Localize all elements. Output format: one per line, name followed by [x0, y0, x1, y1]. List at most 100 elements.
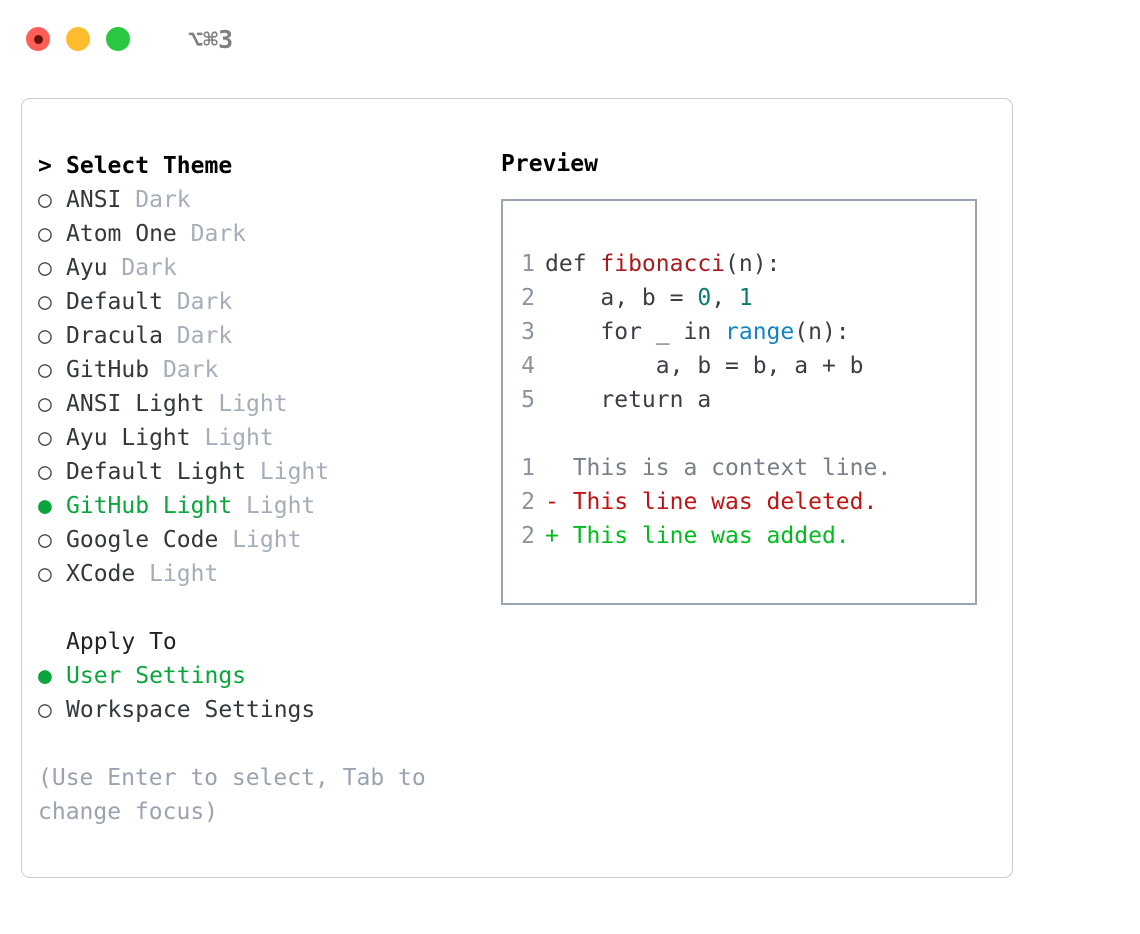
theme-list-item[interactable]: ○Atom One Dark [38, 217, 478, 251]
code-text: def fibonacci(n): [545, 247, 780, 281]
theme-name: GitHub [66, 357, 150, 383]
diff-text: This is a context line. [545, 455, 892, 481]
apply-to-heading: ○ Apply To [38, 625, 478, 659]
theme-variant-badge: Light [259, 459, 330, 485]
theme-name: XCode [66, 561, 136, 587]
theme-list-item[interactable]: ○ Dracula Dark [38, 319, 478, 353]
theme-name: Default Light [66, 459, 247, 485]
radio-unselected-icon: ○ [38, 289, 52, 315]
theme-name: Ayu Light [66, 425, 191, 451]
apply-to-label: Apply To [66, 629, 177, 655]
apply-to-option[interactable]: ● User Settings [38, 659, 478, 693]
code-line: 5 return a [517, 383, 969, 417]
theme-variant-badge: Light [218, 391, 288, 417]
code-text: a, b = b, a + b [545, 349, 864, 383]
diff-text: + This line was added. [545, 523, 850, 549]
theme-variant-badge: Dark [190, 221, 247, 247]
theme-name: ANSI [66, 187, 122, 213]
close-button[interactable] [26, 27, 50, 51]
diff-line-add: 2 + This line was added. [517, 519, 969, 553]
radio-unselected-icon: ○ [38, 391, 52, 417]
prompt-caret-icon: > [38, 153, 52, 179]
title-bar: ⌥⌘3 [0, 0, 1140, 78]
main-panel: > Select Theme ○ANSI Dark○Atom One Dark○… [21, 98, 1013, 878]
theme-list-item[interactable]: ○ANSI Dark [38, 183, 478, 217]
code-line: 4 a, b = b, a + b [517, 349, 969, 383]
theme-list-item[interactable]: ○Ayu Light Light [38, 421, 478, 455]
radio-unselected-icon: ○ [38, 425, 52, 451]
minimize-button[interactable] [66, 27, 90, 51]
code-token-plain: return a [545, 387, 712, 413]
radio-unselected-icon: ○ [38, 187, 52, 213]
radio-unselected-icon: ○ [38, 323, 52, 349]
code-text: return a [545, 383, 711, 417]
theme-list-item[interactable]: ●GitHub Light Light [38, 489, 478, 523]
code-token-num: 1 [738, 285, 753, 311]
preview-heading: Preview [501, 151, 598, 177]
theme-variant-badge: Light [149, 561, 219, 587]
theme-variant-badge: Light [232, 527, 302, 553]
theme-name: Default [66, 289, 163, 315]
code-token-plain: (n): [725, 251, 781, 277]
radio-unselected-icon: ○ [38, 697, 52, 723]
line-number: 4 [521, 353, 535, 379]
line-number: 1 [521, 251, 535, 277]
theme-name: Ayu [66, 255, 108, 281]
code-token-plain: a, b = [545, 285, 698, 311]
theme-list: ○ANSI Dark○Atom One Dark○Ayu Dark○Defaul… [38, 183, 478, 591]
line-number: 3 [521, 319, 535, 345]
theme-list-item[interactable]: ○Google Code Light [38, 523, 478, 557]
radio-unselected-icon: ○ [38, 561, 52, 587]
list-spacer [38, 591, 478, 625]
theme-list-item[interactable]: ○ Default Dark [38, 285, 478, 319]
line-number: 5 [521, 387, 535, 413]
theme-name: Google Code [66, 527, 219, 553]
maximize-button[interactable] [106, 27, 130, 51]
code-text: for _ in range(n): [545, 315, 850, 349]
theme-variant-badge: Dark [176, 289, 233, 315]
code-token-plain: a, b = b, a + b [545, 353, 864, 379]
theme-list-item[interactable]: ○ XCode Light [38, 557, 478, 591]
code-token-plain: for _ in [545, 319, 726, 345]
theme-list-item[interactable]: ○ Default Light Light [38, 455, 478, 489]
radio-unselected-icon: ○ [38, 357, 52, 383]
apply-to-option[interactable]: ○ Workspace Settings [38, 693, 478, 727]
radio-unselected-icon: ○ [38, 459, 52, 485]
theme-variant-badge: Dark [176, 323, 233, 349]
code-token-call: range [725, 319, 795, 345]
apply-to-option-label: User Settings [66, 663, 247, 689]
theme-name: Atom One [66, 221, 177, 247]
code-token-num: 0 [697, 285, 712, 311]
line-number: 2 [521, 285, 535, 311]
code-line: 3 for _ in range(n): [517, 315, 969, 349]
theme-name: GitHub Light [66, 493, 233, 519]
code-token-plain: (n): [794, 319, 850, 345]
line-number: 2 [521, 523, 535, 549]
line-number: 1 [521, 455, 535, 481]
theme-list-item[interactable]: ○ Ayu Dark [38, 251, 478, 285]
code-diff-separator [517, 417, 969, 451]
apply-to-option-label: Workspace Settings [66, 697, 316, 723]
diff-line-ctx: 1 This is a context line. [517, 451, 969, 485]
page-title: Select Theme [66, 153, 233, 179]
code-token-plain: , [711, 285, 739, 311]
select-theme-heading: > Select Theme [38, 149, 478, 183]
diff-text: - This line was deleted. [545, 489, 878, 515]
theme-variant-badge: Dark [121, 255, 177, 281]
theme-variant-badge: Light [246, 493, 316, 519]
line-number: 2 [521, 489, 535, 515]
theme-name: Dracula [66, 323, 163, 349]
code-text: a, b = 0, 1 [545, 281, 753, 315]
theme-selector-column: > Select Theme ○ANSI Dark○Atom One Dark○… [38, 149, 478, 727]
code-line: 2 a, b = 0, 1 [517, 281, 969, 315]
blank-marker-icon: ○ [38, 625, 66, 659]
theme-list-item[interactable]: ○GitHub Dark [38, 353, 478, 387]
radio-selected-icon: ● [38, 663, 52, 689]
theme-name: ANSI Light [66, 391, 205, 417]
apply-to-list: ● User Settings ○ Workspace Settings [38, 659, 478, 727]
radio-unselected-icon: ○ [38, 255, 52, 281]
keyboard-hint: (Use Enter to select, Tab to change focu… [38, 765, 426, 825]
theme-list-item[interactable]: ○ ANSI Light Light [38, 387, 478, 421]
